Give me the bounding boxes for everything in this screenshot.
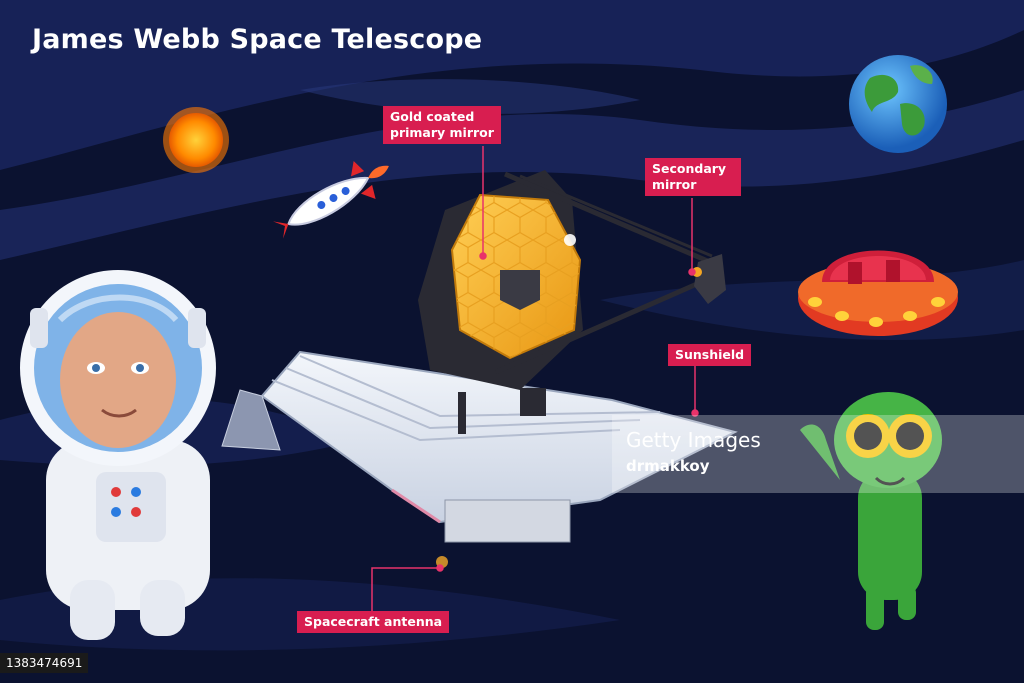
label-gold-coated-primary-mirror: Gold coated primary mirror [383,106,501,144]
leader-lines [371,146,699,611]
image-id: 1383474691 [0,653,89,673]
label-sunshield: Sunshield [668,344,752,366]
secondary-mirror [694,254,726,304]
watermark-credit: drmakkoy [626,457,710,475]
james-webb-telescope [221,170,738,568]
watermark-brand: Getty Images [626,428,761,452]
sun-icon [163,107,229,173]
label-secondary-mirror: Secondary mirror [645,158,741,196]
astronaut [20,270,216,640]
label-spacecraft-antenna: Spacecraft antenna [297,611,450,633]
ufo-icon [798,250,958,336]
rocket-icon [273,160,389,239]
page-title: James Webb Space Telescope [32,24,483,55]
watermark: Getty Images drmakkoy [612,415,1024,493]
alien [800,392,942,630]
earth-icon [849,55,947,153]
